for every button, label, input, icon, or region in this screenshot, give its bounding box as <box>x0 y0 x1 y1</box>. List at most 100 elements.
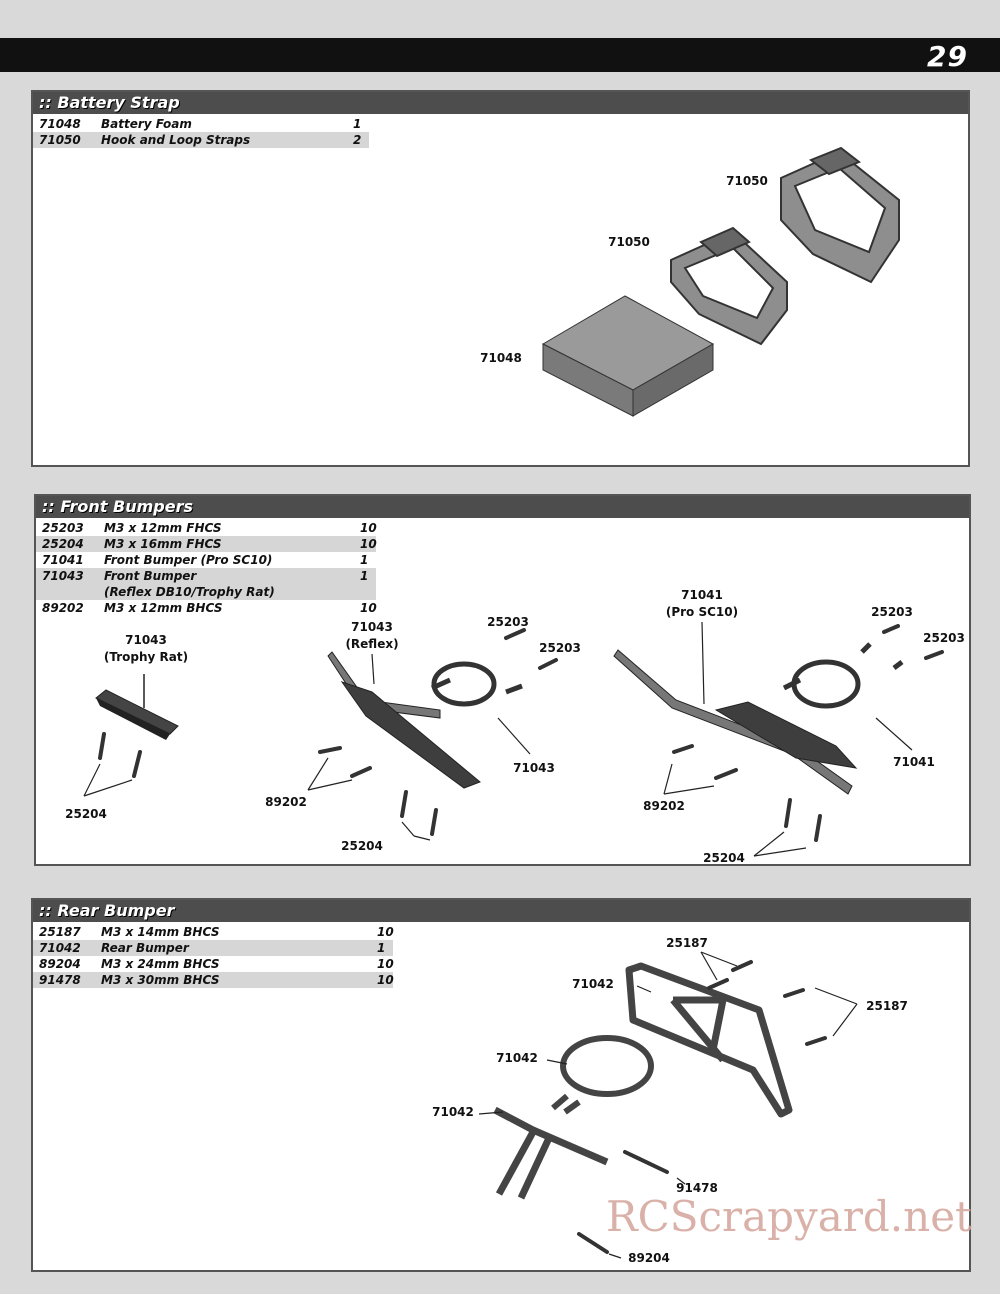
rear-leader-lines <box>478 951 858 1259</box>
prosc10-mount-screw-label-b: 25203 <box>923 631 965 645</box>
parts-row: 71041 Front Bumper (Pro SC10) 1 <box>36 552 376 568</box>
foam-label: 71048 <box>480 351 522 365</box>
page-number: 29 <box>927 40 968 73</box>
battery-strap-panel: :: Battery Strap 71048 Battery Foam 1 71… <box>31 90 970 467</box>
part-description: M3 x 30mm BHCS <box>101 973 220 987</box>
battery-strap-title: :: Battery Strap <box>39 93 180 112</box>
part-quantity: 10 <box>360 521 377 535</box>
part-number: 25203 <box>42 521 84 535</box>
trophy-name-label: (Trophy Rat) <box>104 650 188 664</box>
parts-row: 25187 M3 x 14mm BHCS 10 <box>33 924 394 940</box>
prosc10-screws-label-a: 89202 <box>643 799 685 813</box>
part-description: M3 x 16mm FHCS <box>104 537 222 551</box>
part-number: 71042 <box>39 941 81 955</box>
parts-row: 71048 Battery Foam 1 <box>33 116 369 132</box>
part-quantity: 1 <box>377 941 386 955</box>
part-description: M3 x 24mm BHCS <box>101 957 220 971</box>
strap-label-a: 71050 <box>608 235 650 249</box>
front-bumpers-parts-list: 25203 M3 x 12mm FHCS 10 25204 M3 x 16mm … <box>36 520 377 616</box>
rear-bumper-diagram: 25187 25187 71042 71042 71042 91478 8920… <box>432 936 908 1265</box>
prosc10-name-label: (Pro SC10) <box>666 605 738 619</box>
part-quantity: 1 <box>353 117 362 131</box>
battery-strap-parts-list: 71048 Battery Foam 1 71050 Hook and Loop… <box>33 116 369 148</box>
part-description: M3 x 12mm FHCS <box>104 521 222 535</box>
trophy-pn-label: 71043 <box>125 633 167 647</box>
reflex-leader-lines <box>307 757 431 841</box>
parts-row: 91478 M3 x 30mm BHCS 10 <box>33 972 394 988</box>
front-bumpers-title: :: Front Bumpers <box>42 497 194 516</box>
part-number: 71041 <box>42 553 84 567</box>
rear-screws-drawing <box>577 960 827 1254</box>
rear-screws-label-right: 25187 <box>866 999 908 1013</box>
rear-bumper-panel: :: Rear Bumper 25187 M3 x 14mm BHCS 10 7… <box>31 898 971 1272</box>
part-description: M3 x 12mm BHCS <box>104 601 223 615</box>
part-quantity: 10 <box>360 601 377 615</box>
trophy-screws-label: 25204 <box>65 807 107 821</box>
part-description: Hook and Loop Straps <box>101 133 251 147</box>
reflex-mount-screw-label-a: 25203 <box>487 615 529 629</box>
prosc10-leader-lines <box>663 763 807 857</box>
rear-bumper-parts-list: 25187 M3 x 14mm BHCS 10 71042 Rear Bumpe… <box>33 924 394 988</box>
battery-foam-drawing <box>541 295 715 417</box>
rear-bumper-header: :: Rear Bumper <box>33 900 969 922</box>
part-number: 89202 <box>42 601 84 615</box>
part-number: 71043 <box>42 569 84 583</box>
long-screw-label-b: 89204 <box>628 1251 670 1265</box>
reflex-pn-label: 71043 <box>351 620 393 634</box>
trophy-leader-lines <box>83 763 133 797</box>
part-quantity: 10 <box>377 973 394 987</box>
part-description: M3 x 14mm BHCS <box>101 925 220 939</box>
reflex-screws-label-b: 25204 <box>341 839 383 853</box>
part-description: Front Bumper (Pro SC10) <box>104 553 273 567</box>
prosc10-mount-screw-label-a: 25203 <box>871 605 913 619</box>
rear-bumper-title: :: Rear Bumper <box>39 901 175 920</box>
part-number: 89204 <box>39 957 81 971</box>
front-bumpers-header: :: Front Bumpers <box>36 496 969 518</box>
parts-row: 89204 M3 x 24mm BHCS 10 <box>33 956 394 972</box>
prosc10-mount-drawing <box>782 642 904 709</box>
trophy-screws-drawing <box>98 732 142 778</box>
reflex-screws-label-a: 89202 <box>265 795 307 809</box>
reflex-name-label: (Reflex) <box>345 637 398 651</box>
reflex-bumper-drawing <box>327 651 481 789</box>
part-number: 71048 <box>39 117 81 131</box>
battery-strap-diagram: 71050 71050 71048 <box>480 146 900 417</box>
battery-strap-header: :: Battery Strap <box>33 92 968 114</box>
part-description: Rear Bumper <box>101 941 189 955</box>
part-quantity: 10 <box>360 537 377 551</box>
part-number: 25187 <box>39 925 81 939</box>
strap-drawing-a <box>670 226 788 346</box>
part-description: Front Bumper <box>104 569 197 583</box>
parts-row: 71042 Rear Bumper 1 <box>33 940 393 956</box>
prosc10-screws-drawing <box>672 624 944 842</box>
prosc10-bumper-drawing <box>613 649 858 795</box>
parts-row: 89202 M3 x 12mm BHCS 10 <box>36 600 377 616</box>
parts-row: 71050 Hook and Loop Straps 2 <box>33 132 369 148</box>
rear-brace-drawing <box>493 1106 609 1200</box>
prosc10-pn-label: 71041 <box>681 588 723 602</box>
rear-screws-label-top: 25187 <box>666 936 708 950</box>
rear-mount-label: 71042 <box>496 1051 538 1065</box>
prosc10-mount-label: 71041 <box>893 755 935 769</box>
part-description: Battery Foam <box>101 117 192 131</box>
rear-bumper-frame-drawing <box>625 962 793 1118</box>
part-number: 71050 <box>39 133 81 147</box>
parts-row: 71043 Front Bumper 1 <box>36 568 376 584</box>
part-quantity: 10 <box>377 957 394 971</box>
parts-row: 25204 M3 x 16mm FHCS 10 <box>36 536 377 552</box>
reflex-screws-drawing <box>318 628 558 836</box>
page-header-bar: 29 <box>0 38 1000 73</box>
parts-row: (Reflex DB10/Trophy Rat) <box>36 584 376 600</box>
long-screw-label-a: 91478 <box>676 1181 718 1195</box>
reflex-mount-screw-label-b: 25203 <box>539 641 581 655</box>
front-bumpers-diagram: 71043 (Trophy Rat) 25204 71043 (Reflex) <box>65 588 965 864</box>
rear-bumper-label: 71042 <box>572 977 614 991</box>
strap-drawing-b <box>780 146 900 284</box>
part-number: 25204 <box>42 537 84 551</box>
trophy-rat-bumper-drawing <box>95 674 179 740</box>
part-quantity: 1 <box>360 553 369 567</box>
rear-brace-label: 71042 <box>432 1105 474 1119</box>
part-description: (Reflex DB10/Trophy Rat) <box>104 585 275 599</box>
watermark-text: RCScrapyard.net <box>606 1192 972 1241</box>
reflex-mount-drawing <box>430 661 523 707</box>
